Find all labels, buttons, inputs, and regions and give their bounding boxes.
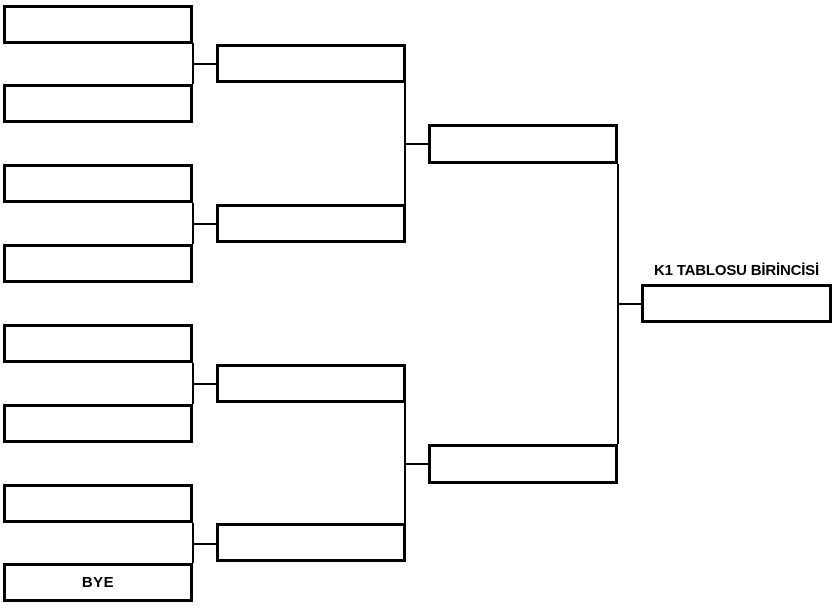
round2-slot-3 [216,364,406,403]
connector-stub [617,303,641,305]
round1-slot-3 [3,164,193,203]
round1-slot-1 [3,5,193,44]
round2-slot-4 [216,523,406,562]
round2-slot-1 [216,44,406,83]
round1-slot-5 [3,324,193,363]
connector-stub [404,463,428,465]
champion-label: K1 TABLOSU BİRİNCİSİ [654,262,819,279]
round1-slot-4 [3,244,193,283]
round1-slot-6 [3,404,193,443]
round2-slot-2 [216,204,406,243]
round1-slot-7 [3,484,193,523]
semifinal-slot-1 [428,124,618,164]
connector-stub [192,223,216,225]
semifinal-slot-2 [428,444,618,484]
final-slot [641,284,832,323]
round1-slot-2 [3,84,193,123]
connector-stub [404,143,428,145]
round1-slot-8-bye: BYE [3,563,193,602]
connector-stub [192,383,216,385]
connector-stub [192,543,216,545]
connector-stub [192,63,216,65]
